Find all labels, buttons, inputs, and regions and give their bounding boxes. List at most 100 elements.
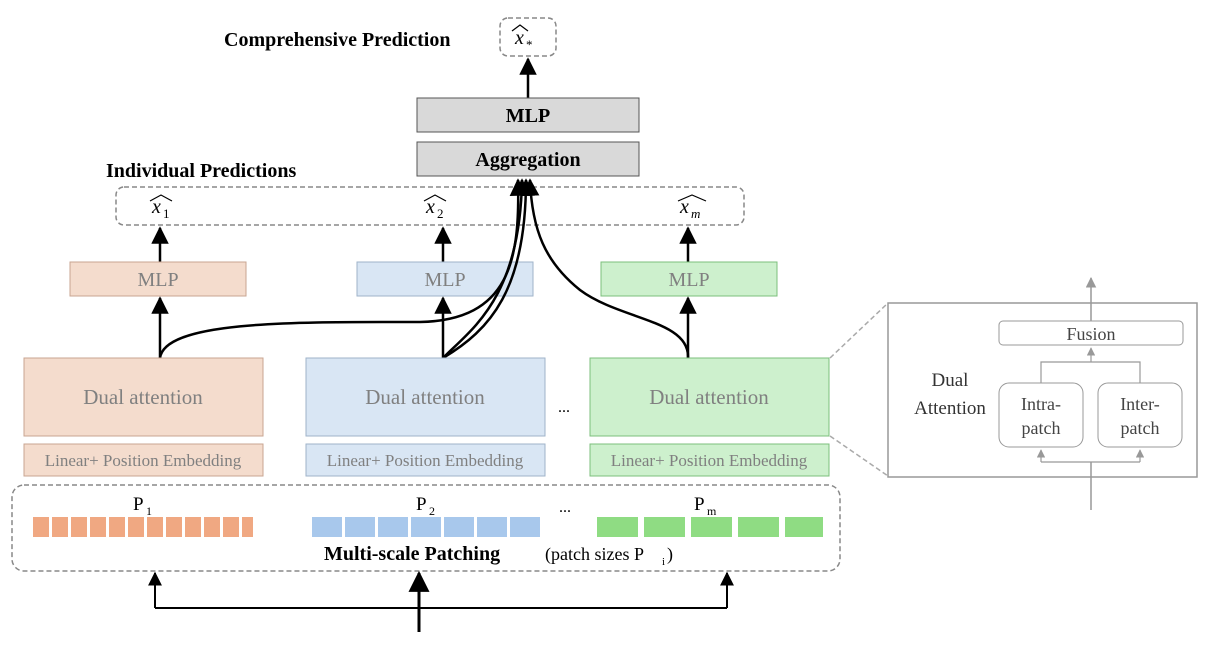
x-star-symbol: x * [511,24,533,52]
svg-text:*: * [526,37,533,52]
svg-text:m: m [691,206,700,221]
mlp-label-2: MLP [424,269,465,291]
patch-segment [738,517,779,537]
patch-segment [223,517,239,537]
embedding-box-2 [305,443,546,477]
embedding-box-m [589,443,830,477]
mlp-top-box [416,97,640,133]
patch-segment [378,517,408,537]
aggregation-box [416,141,640,177]
patches-row-m [597,517,823,537]
svg-text:2: 2 [429,504,435,518]
patch-segment [128,517,144,537]
svg-text:Inter-: Inter- [1120,394,1160,414]
patch-segment [52,517,68,537]
svg-text:x: x [514,27,524,49]
individual-predictions-label: Individual Predictions [106,160,296,182]
mlp-label-1: MLP [137,269,178,291]
patch-segment [644,517,685,537]
patches-row-2 [312,517,540,537]
ellipsis-patches: ... [559,499,571,516]
embedding-label-1: Linear+ Position Embedding [45,451,242,470]
patch-label-1: P 1 [133,494,152,518]
patch-segment [597,517,638,537]
inset-connector-bottom [829,435,889,477]
dual-attention-box-1 [23,357,264,437]
patch-label-2: P 2 [416,494,435,518]
patch-segment [166,517,182,537]
svg-text:1: 1 [146,504,152,518]
svg-text:x: x [425,196,435,218]
svg-text:P: P [416,494,427,515]
x-1-symbol: x 1 [149,194,173,221]
svg-text:1: 1 [163,206,170,221]
patch-segment [691,517,732,537]
embedding-label-m: Linear+ Position Embedding [611,451,808,470]
svg-text:x: x [151,196,161,218]
patch-segment [109,517,125,537]
x-m-symbol: x m [677,194,707,221]
curve-da2b-to-aggregation [442,178,535,360]
patch-label-m: P m [694,494,717,518]
curve-da2a-to-aggregation [442,178,531,359]
dual-attention-label-m: Dual attention [649,385,769,409]
svg-text:i: i [662,556,665,568]
svg-text:m: m [707,504,717,518]
dual-attention-box-m [589,357,830,437]
individual-predictions-box [115,186,745,226]
dual-attention-box-2 [305,357,546,437]
svg-text:P: P [133,494,144,515]
patch-segment [90,517,106,537]
ellipsis-middle: ... [558,399,570,416]
svg-text:patch: patch [1022,418,1061,438]
svg-text:): ) [667,544,673,565]
svg-text:x: x [679,196,689,218]
multi-scale-patching-caption: Multi-scale Patching (patch sizes P i ) [324,543,673,568]
svg-text:Attention: Attention [914,398,986,419]
inter-patch-label: Inter- patch [1120,394,1160,438]
patch-segment [477,517,507,537]
intra-patch-label: Intra- patch [1021,394,1061,438]
patch-segment [242,517,253,537]
fusion-label: Fusion [1066,324,1115,344]
patch-segment [444,517,474,537]
mlp-label-m: MLP [668,269,709,291]
patch-segment [185,517,201,537]
svg-text:Dual: Dual [932,370,969,391]
patch-segment [411,517,441,537]
inset-title: Dual Attention [914,370,986,419]
dual-attention-label-2: Dual attention [365,385,485,409]
x-2-symbol: x 2 [423,194,447,221]
inset-connector-top [829,302,889,359]
mlp-top-label: MLP [506,105,550,127]
patch-segment [71,517,87,537]
embedding-box-1 [23,443,264,477]
fusion-box [998,320,1184,346]
svg-text:patch: patch [1121,418,1160,438]
svg-text:Multi-scale Patching: Multi-scale Patching [324,543,500,565]
comprehensive-prediction-label: Comprehensive Prediction [224,29,450,51]
patch-segment [147,517,163,537]
curve-dam-to-aggregation [521,178,690,359]
patch-segment [204,517,220,537]
patch-segment [345,517,375,537]
aggregation-label: Aggregation [475,149,580,171]
mlp-box-m [600,261,778,297]
comprehensive-prediction-box [499,17,557,57]
mlp-box-2 [356,261,534,297]
svg-text:2: 2 [437,206,444,221]
dual-attention-label-1: Dual attention [83,385,203,409]
mlp-box-1 [69,261,247,297]
svg-text:Intra-: Intra- [1021,394,1061,414]
patch-segment [510,517,540,537]
svg-text:(patch sizes P: (patch sizes P [545,544,644,565]
patches-row-1 [33,517,253,537]
intra-patch-box [998,382,1084,448]
patch-segment [33,517,49,537]
inter-patch-box [1097,382,1183,448]
embedding-label-2: Linear+ Position Embedding [327,451,524,470]
svg-text:P: P [694,494,705,515]
patch-segment [785,517,823,537]
